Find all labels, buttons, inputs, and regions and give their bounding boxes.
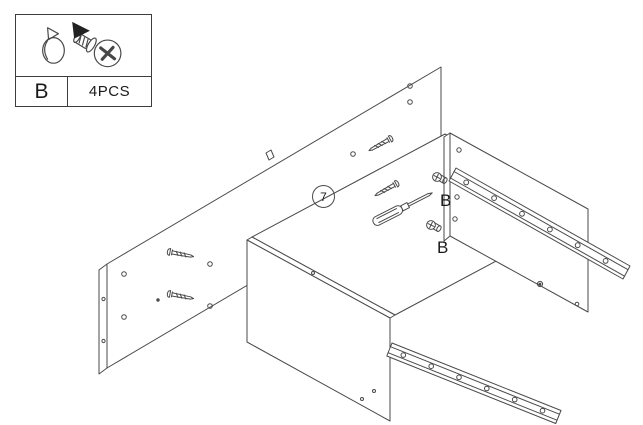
part-letter: B — [16, 77, 68, 106]
drawer-front-panel — [246, 236, 396, 422]
part-quantity: 4PCS — [88, 83, 131, 100]
dowel-peg — [265, 149, 275, 161]
cam-screw-illustration — [42, 21, 122, 68]
step-number-badge: 7 — [312, 185, 335, 208]
screwdriver-icon — [372, 192, 433, 226]
drawer-slide-lower — [386, 342, 562, 424]
fastener-label-b-1: B — [440, 191, 452, 210]
side-panel — [443, 132, 589, 313]
back-panel — [98, 66, 442, 375]
fastener-label-b-2: B — [437, 238, 449, 257]
hardware-legend-label-row: B 4PCS — [16, 76, 151, 106]
cam-screw-icon — [16, 15, 151, 76]
step-number: 7 — [320, 189, 327, 204]
drawer-slide-upper — [448, 167, 631, 280]
hardware-legend: B 4PCS — [15, 14, 152, 107]
